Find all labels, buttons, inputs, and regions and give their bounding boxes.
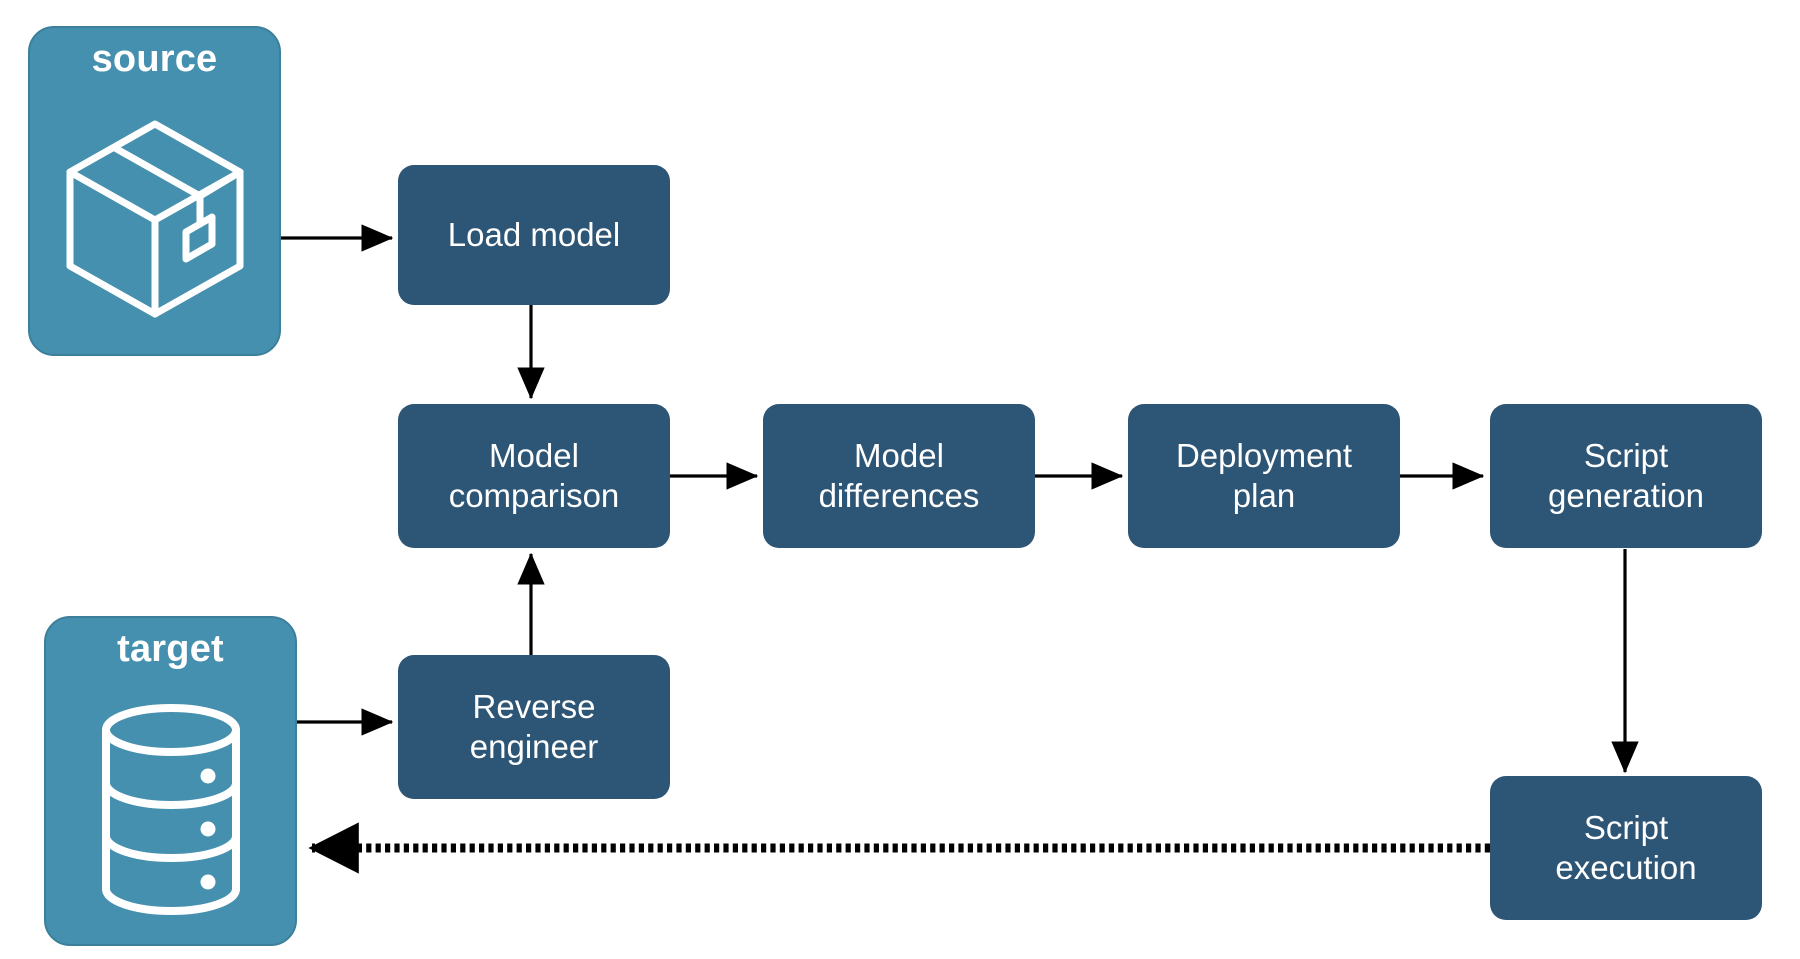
endpoint-target-label: target [117,628,224,670]
process-script-generation-label: Script generation [1548,436,1704,514]
process-script-generation[interactable]: Script generation [1490,404,1762,548]
endpoint-target[interactable]: target [44,616,297,946]
process-model-differences[interactable]: Model differences [763,404,1035,548]
database-cylinder-icon [46,674,295,944]
endpoint-source[interactable]: source [28,26,281,356]
process-model-differences-label: Model differences [818,436,980,514]
process-deployment-plan[interactable]: Deployment plan [1128,404,1400,548]
endpoint-source-label: source [91,38,218,80]
process-script-execution[interactable]: Script execution [1490,776,1762,920]
process-deployment-plan-label: Deployment plan [1175,436,1353,514]
process-reverse-engineer-label: Reverse engineer [469,687,599,765]
process-load-model[interactable]: Load model [398,165,670,305]
process-load-model-label: Load model [447,215,621,253]
process-model-comparison-label: Model comparison [448,436,620,514]
package-box-icon [30,84,279,354]
process-reverse-engineer[interactable]: Reverse engineer [398,655,670,799]
process-script-execution-label: Script execution [1555,808,1697,886]
process-model-comparison[interactable]: Model comparison [398,404,670,548]
